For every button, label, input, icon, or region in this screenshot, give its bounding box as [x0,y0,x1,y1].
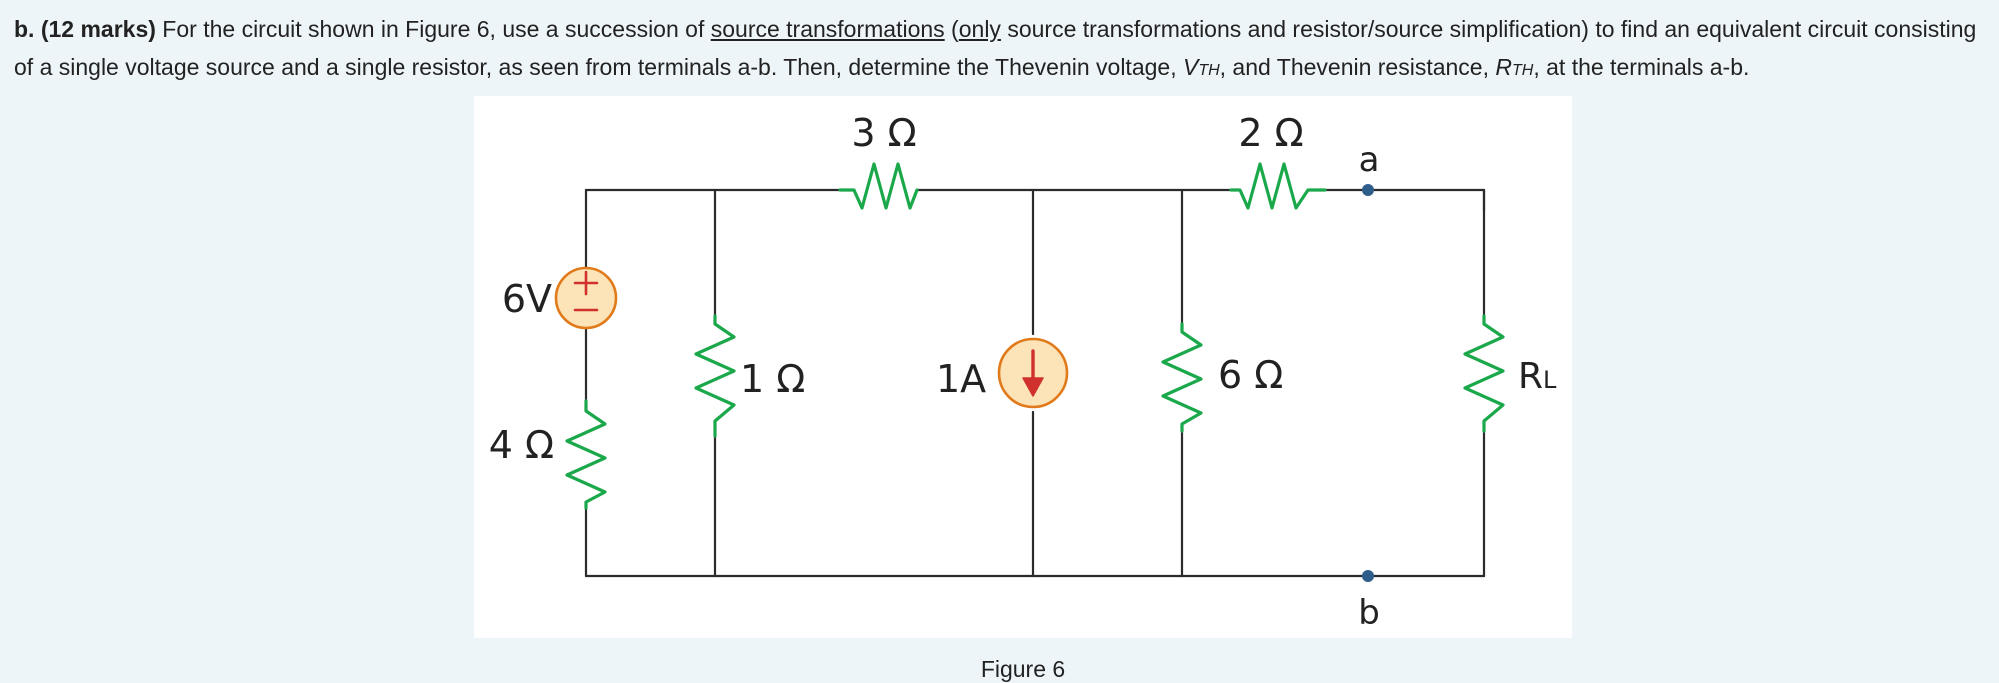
question-text-3: source transformations and resistor/sour… [14,16,1977,80]
label-terminal-b: b [1358,593,1380,633]
resistor-2-ohm [1229,162,1327,210]
resistor-1-ohm [694,314,736,438]
question-text: b. (12 marks) For the circuit shown in F… [14,10,1989,90]
label-6-ohm: 6 Ω [1218,353,1283,397]
resistor-load [1463,314,1505,433]
underlined-source-transformations: source transformations [710,16,945,42]
question-marks: (12 marks) [40,16,156,42]
question-text-4: , and Thevenin resistance, [1219,54,1496,80]
rth-symbol: RTH [1495,54,1534,80]
voltage-source-6v [554,266,618,330]
label-load-resistor: RL [1518,356,1557,397]
label-6v: 6V [502,277,552,321]
label-4-ohm: 4 Ω [489,423,554,467]
label-2-ohm: 2 Ω [1238,111,1303,155]
resistor-6-ohm [1161,322,1203,433]
label-terminal-a: a [1359,140,1380,180]
resistor-3-ohm [838,162,919,210]
question-text-1: For the circuit shown in Figure 6, use a… [155,16,711,42]
terminal-b-dot [1362,570,1374,582]
vth-symbol: VTH [1182,54,1220,80]
circuit-diagram: 3 Ω 2 Ω a 6V 4 Ω 1 Ω 1A 6 Ω RL b [489,111,1557,633]
question-text-5: , at the terminals a-b. [1533,54,1750,80]
question-text-2: ( [944,16,959,42]
label-1a: 1A [936,357,986,401]
label-3-ohm: 3 Ω [851,111,916,155]
wires [584,188,1486,578]
resistor-4-ohm [565,399,607,510]
figure-caption: Figure 6 [980,656,1066,682]
terminal-a-dot [1362,184,1374,196]
underlined-only: only [958,16,1001,42]
label-1-ohm: 1 Ω [740,357,805,401]
circuit-figure: 3 Ω 2 Ω a 6V 4 Ω 1 Ω 1A 6 Ω RL b [474,96,1572,638]
current-source-1a [997,337,1069,409]
question-label: b. [14,16,35,42]
